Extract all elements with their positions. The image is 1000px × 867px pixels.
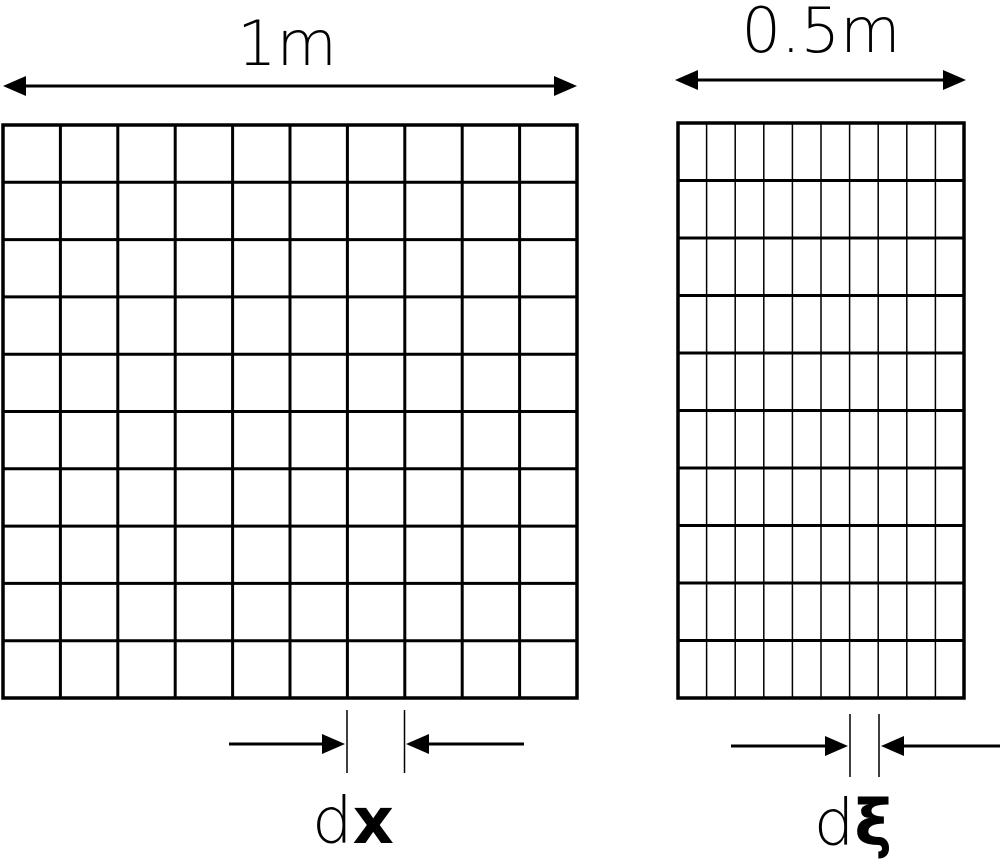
- right-spacing-label: dξ: [814, 787, 892, 861]
- left-spacing-arrowhead-right: [406, 734, 429, 754]
- left-width-arrowhead-left: [3, 76, 26, 96]
- left-width-dimension-arrow: [3, 76, 577, 96]
- left-spacing-arrowhead-left: [322, 734, 345, 754]
- left-grid: [1, 123, 579, 700]
- right-spacing-indicator: dξ: [731, 714, 1000, 861]
- right-width-dimension-arrow: [675, 70, 966, 90]
- right-panel: 0.5m dξ: [675, 0, 1000, 861]
- right-width-arrowhead-left: [675, 70, 698, 90]
- right-width-arrowhead-right: [943, 70, 966, 90]
- left-width-label: 1m: [237, 7, 337, 80]
- left-width-arrowhead-right: [554, 76, 577, 96]
- left-spacing-indicator: dx: [229, 710, 524, 859]
- right-spacing-arrowhead-right: [881, 736, 904, 756]
- right-grid: [676, 121, 966, 700]
- left-panel: 1m dx: [1, 7, 579, 859]
- right-spacing-arrowhead-left: [825, 736, 848, 756]
- left-spacing-label: dx: [312, 785, 394, 859]
- right-width-label: 0.5m: [742, 0, 901, 67]
